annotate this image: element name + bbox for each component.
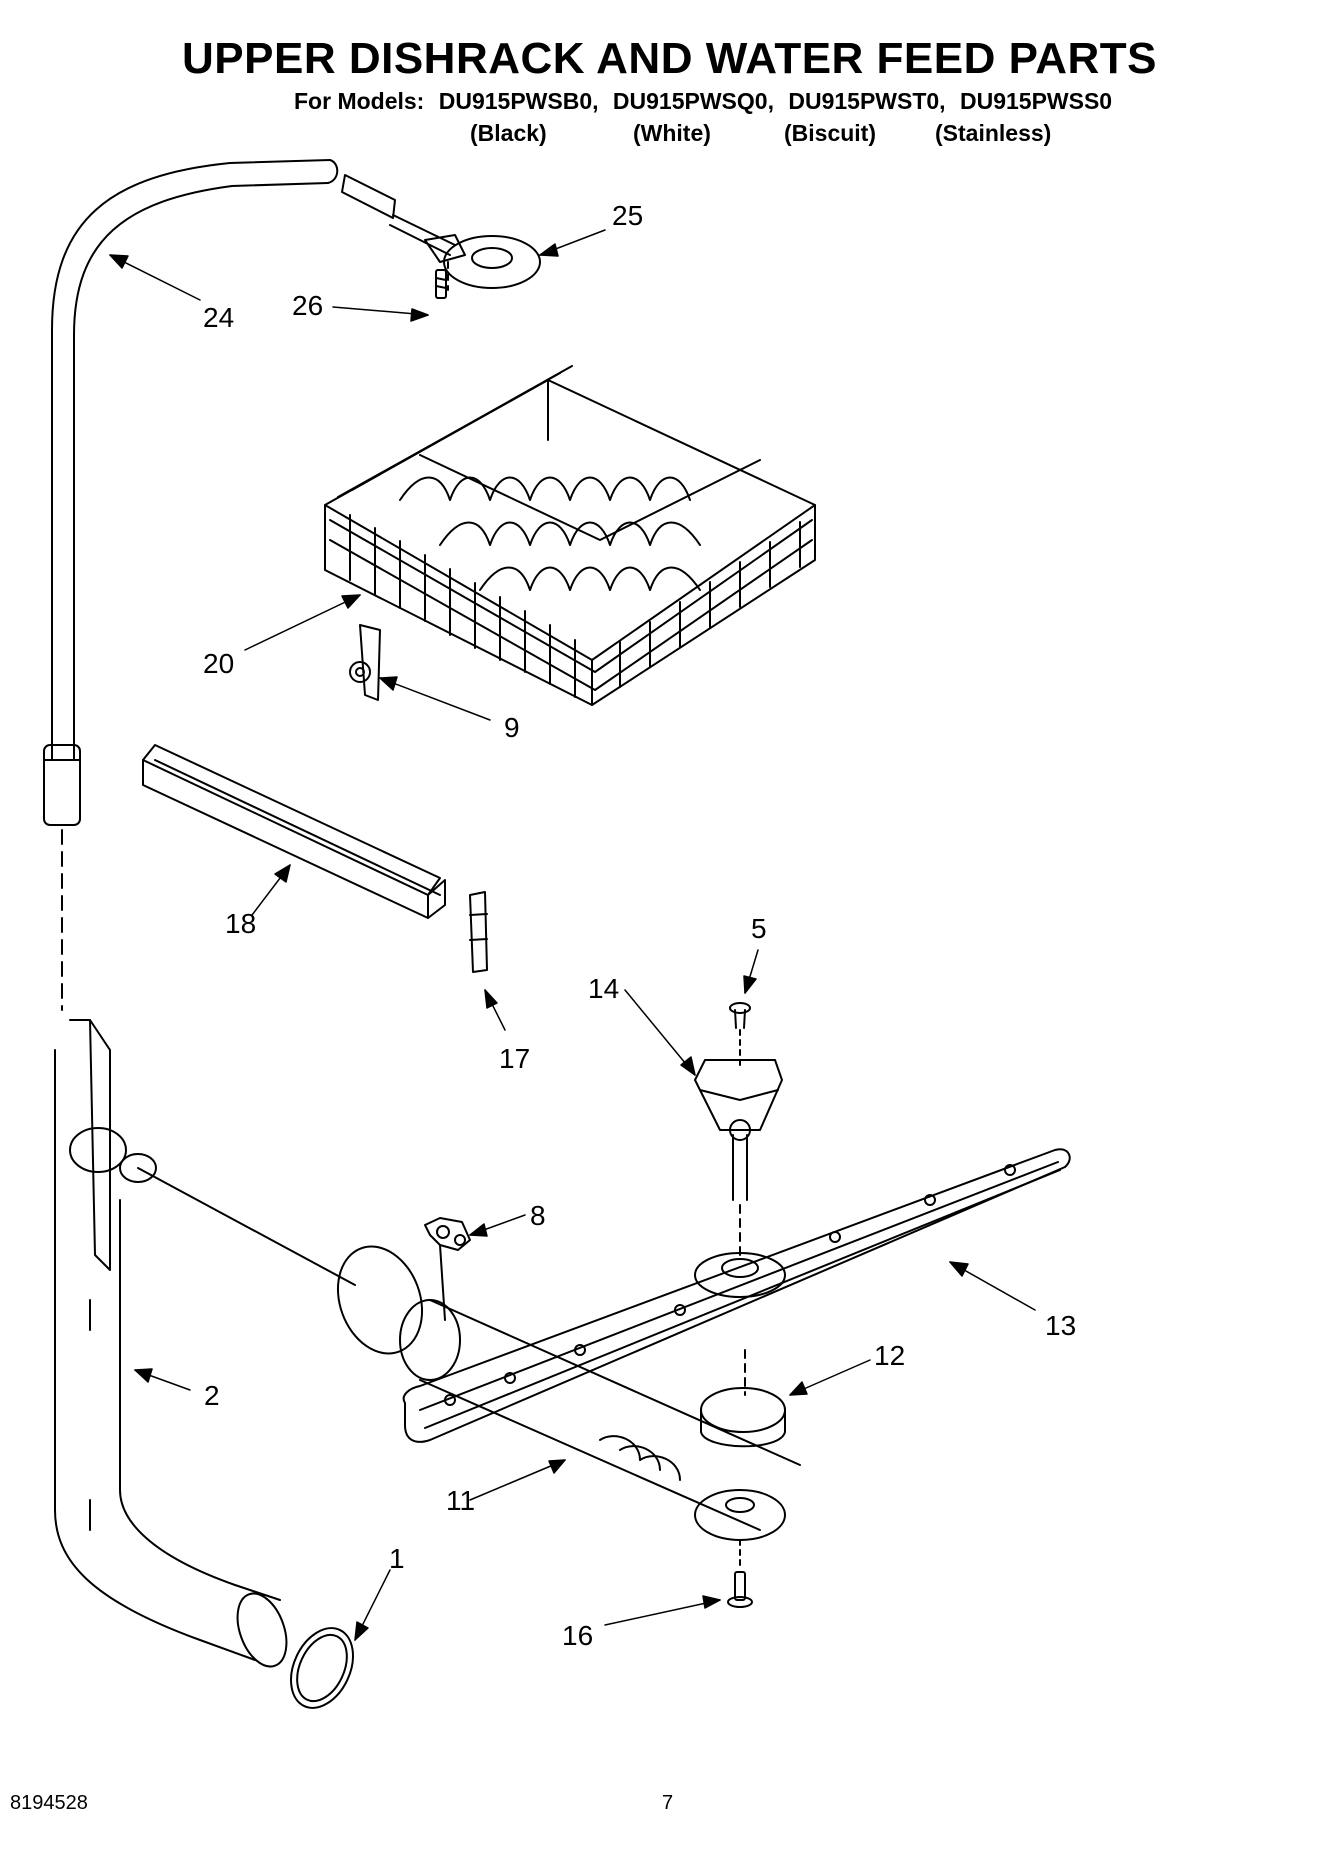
models-line: For Models: DU915PWSB0, DU915PWSQ0, DU91… (294, 88, 1120, 115)
page-title: UPPER DISHRACK AND WATER FEED PARTS (182, 34, 1157, 83)
screw-26-part (435, 269, 447, 299)
feed-tube-part (54, 1019, 356, 1668)
seal-ring-part (700, 1349, 786, 1448)
supply-tube-part (43, 159, 339, 1011)
spray-clip-part (424, 1217, 471, 1321)
screw-16-part (727, 1539, 753, 1608)
callout-18: 18 (225, 908, 257, 939)
page-number: 7 (662, 1792, 674, 1814)
callout-13: 13 (1045, 1310, 1077, 1341)
upper-dishrack-part (324, 365, 816, 706)
callout-26: 26 (292, 290, 324, 321)
callout-5: 5 (751, 913, 767, 944)
callout-8: 8 (530, 1200, 546, 1231)
callout-9: 9 (504, 712, 520, 743)
color-biscuit: (Biscuit) (784, 120, 876, 146)
color-stainless: (Stainless) (935, 120, 1052, 146)
callout-11: 11 (446, 1485, 476, 1516)
leader-lines (109, 229, 1036, 1641)
callout-12: 12 (874, 1340, 906, 1371)
callout-1: 1 (389, 1543, 405, 1574)
rack-rail-part (142, 744, 446, 919)
o-ring-part (290, 1627, 354, 1709)
spray-arm-bracket-part (694, 1059, 783, 1256)
models-prefix: For Models: (294, 88, 425, 114)
color-black: (Black) (470, 120, 547, 146)
upper-spray-arm-part (402, 1148, 1071, 1443)
color-white: (White) (633, 120, 711, 146)
screw-5-part (729, 1002, 751, 1071)
callout-17: 17 (499, 1043, 531, 1074)
model-stainless: DU915PWSS0 (959, 88, 1113, 114)
callout-16: 16 (562, 1620, 594, 1651)
colors-line: (Black) (White) (Biscuit) (Stainless) (0, 120, 1339, 150)
model-black: DU915PWSB0, (438, 88, 599, 114)
rail-end-cap-part (469, 891, 488, 973)
callout-2: 2 (204, 1380, 220, 1411)
callout-20: 20 (203, 648, 235, 679)
rack-clip-part (349, 624, 381, 701)
callout-24: 24 (203, 302, 235, 333)
spray-connector-part (341, 174, 541, 291)
model-biscuit: DU915PWST0, (788, 88, 946, 114)
callout-14: 14 (588, 973, 620, 1004)
document-part-number: 8194528 (10, 1792, 88, 1814)
callout-25: 25 (612, 200, 644, 231)
water-feed-manifold-part (336, 1245, 801, 1541)
model-white: DU915PWSQ0, (612, 88, 774, 114)
